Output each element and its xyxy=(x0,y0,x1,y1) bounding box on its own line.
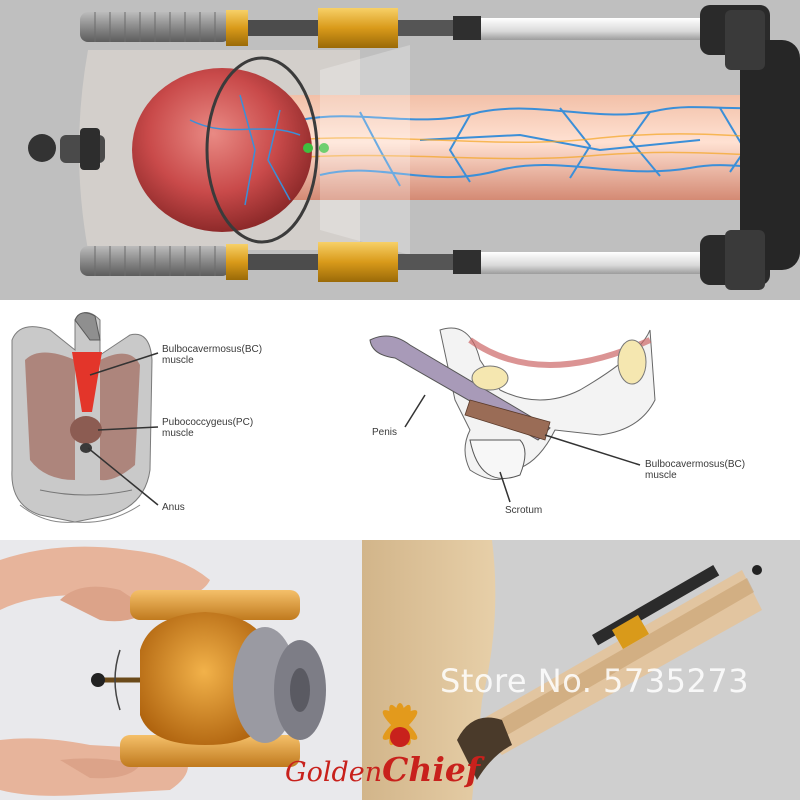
store-watermark: Store No. 5735273 xyxy=(440,662,750,700)
shaft-shape xyxy=(270,95,790,200)
bc-muscle-label-right-line1: Bulbocavermosus(BC) xyxy=(645,459,746,470)
amber-cup xyxy=(140,612,268,745)
logo-text: GoldenChief xyxy=(285,750,480,789)
pc-muscle-label-line2: muscle xyxy=(162,428,194,439)
device-in-hands-photo xyxy=(0,546,326,796)
top-tube xyxy=(130,590,300,620)
brass-collar xyxy=(612,615,649,650)
bc-muscle-label-left: Bulbocavermosus(BC) muscle xyxy=(162,344,262,366)
anatomy-diagram-panel: Bulbocavermosus(BC) muscle Pubococcygeus… xyxy=(0,300,800,540)
stretcher-render-panel xyxy=(0,0,800,300)
pc-muscle-label-line1: Pubococcygeus(PC) xyxy=(162,417,254,428)
bc-muscle-label-right-line2: muscle xyxy=(645,470,677,481)
anatomy-illustrations xyxy=(11,312,656,523)
device-photo-panel xyxy=(0,540,362,800)
device-on-body-panel xyxy=(362,540,800,800)
bc-muscle-highlight xyxy=(72,352,102,412)
penis-label: Penis xyxy=(372,427,398,438)
stretcher-render-illustration xyxy=(28,5,800,290)
logo-text-chief: Chief xyxy=(382,750,481,789)
bc-muscle-label-right: Bulbocavermosus(BC) muscle xyxy=(645,459,745,481)
glans-shape xyxy=(132,68,312,232)
base-ring xyxy=(740,40,800,270)
scrotum-label: Scrotum xyxy=(505,505,543,516)
pelvic-floor-drawing xyxy=(11,312,153,523)
pc-muscle-label: Pubococcygeus(PC) muscle xyxy=(162,417,253,439)
bc-muscle-label-left-line1: Bulbocavermosus(BC) xyxy=(162,344,263,355)
base-clamp xyxy=(457,717,512,780)
goldenchief-logo: GoldenChief xyxy=(285,695,515,795)
bottom-tube xyxy=(120,735,300,767)
logo-text-golden: Golden xyxy=(285,757,383,788)
top-rod-assembly xyxy=(80,5,770,55)
headdress-icon xyxy=(382,703,418,747)
anus-label: Anus xyxy=(162,502,185,513)
retaining-ring xyxy=(205,56,319,244)
side-profile-drawing xyxy=(369,327,656,480)
bc-muscle-label-left-line2: muscle xyxy=(162,355,194,366)
